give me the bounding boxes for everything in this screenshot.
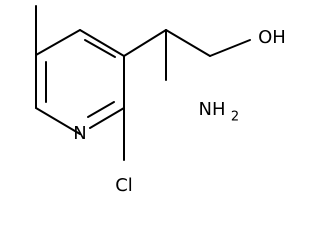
molecule-structure: N Cl OH NH 2 xyxy=(35,5,286,196)
bond-c2-n-double xyxy=(87,101,115,118)
bond-n-c6 xyxy=(35,107,81,135)
bond-c3-calpha xyxy=(123,29,167,57)
atom-label-n: N xyxy=(73,123,86,144)
bond-c4-c3-double xyxy=(84,39,116,58)
bond-ch2-o xyxy=(209,39,251,57)
bonds xyxy=(35,5,251,161)
atom-label-oh: OH xyxy=(258,27,286,48)
bond-c2-n xyxy=(89,107,125,129)
atom-label-cl: Cl xyxy=(115,175,133,196)
bond-c5-c4 xyxy=(35,29,81,56)
atom-labels: N Cl OH NH 2 xyxy=(73,27,286,196)
bond-c4-c3 xyxy=(79,29,125,57)
atom-label-nh: NH xyxy=(199,99,226,120)
bond-calpha-ch2 xyxy=(165,29,211,57)
atom-label-nh-subscript: 2 xyxy=(231,110,239,125)
